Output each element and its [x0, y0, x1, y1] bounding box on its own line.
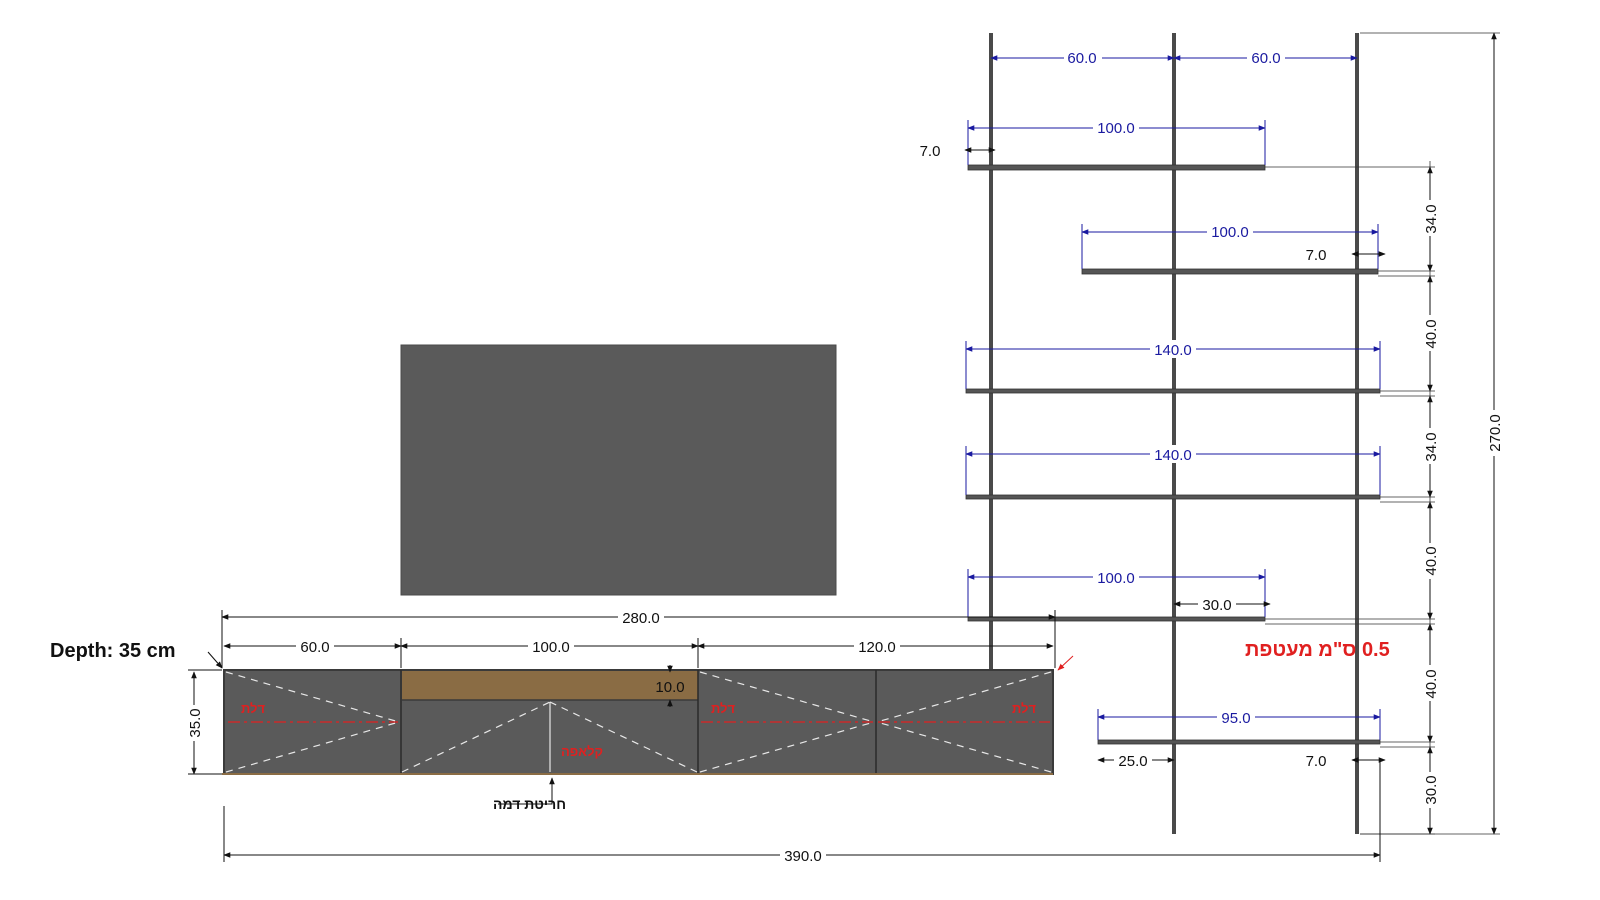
dim-gap-a: 34.0	[1423, 204, 1440, 233]
dim-rail-gap-right: 60.0	[1251, 50, 1280, 67]
tv-cabinet: דלת דלת דלת קלאפה	[222, 669, 1054, 775]
dim-shelf-1-width: 100.0	[1097, 120, 1135, 137]
groove-note: חריטת דמה	[493, 796, 566, 812]
rail-left	[989, 33, 993, 670]
shelf-4	[965, 494, 1381, 500]
blue-dimension-labels: 60.0 60.0 100.0 100.0 140.0 140.0 100.0 …	[1064, 48, 1285, 727]
shelf-1	[967, 164, 1266, 171]
door-label-3: דלת	[1012, 701, 1037, 716]
dim-shelf-6-width: 95.0	[1221, 710, 1250, 727]
dim-gap-b: 40.0	[1423, 319, 1440, 348]
dim-shelf-1-overhang: 7.0	[920, 143, 941, 160]
dim-shelf-4-width: 140.0	[1154, 447, 1192, 464]
dim-shelf-6-overhang: 7.0	[1306, 753, 1327, 770]
shelf-3	[965, 388, 1381, 394]
dim-shelf-6-offset: 25.0	[1118, 753, 1147, 770]
dim-shelf-3-width: 140.0	[1154, 342, 1192, 359]
dim-shelf-2-overhang: 7.0	[1306, 247, 1327, 264]
dim-cabinet-section-3: 120.0	[858, 639, 896, 656]
veneer-leader	[1057, 655, 1074, 671]
wood-strip	[402, 671, 698, 700]
shelf-2	[1081, 268, 1379, 275]
shelf-5	[967, 616, 1266, 622]
dim-strip-height: 10.0	[655, 679, 684, 696]
rail-right	[1355, 33, 1359, 834]
dim-cabinet-height: 35.0	[187, 708, 204, 737]
shelf-6	[1097, 739, 1381, 745]
dim-gap-d: 40.0	[1423, 546, 1440, 575]
door-label-2: דלת	[711, 701, 736, 716]
dim-total-height: 270.0	[1487, 414, 1504, 452]
black-dimension-labels: 7.0 7.0 30.0 25.0 7.0 34.0 40.0 34.0 40.…	[185, 143, 1504, 865]
dim-rail-gap-left: 60.0	[1067, 50, 1096, 67]
rail-middle	[1172, 33, 1176, 834]
dim-cabinet-section-1: 60.0	[300, 639, 329, 656]
dim-gap-e: 40.0	[1423, 669, 1440, 698]
door-label-1: דלת	[241, 701, 266, 716]
depth-note: Depth: 35 cm	[50, 640, 176, 662]
dim-gap-g: 30.0	[1423, 775, 1440, 804]
dim-gap-c: 34.0	[1423, 432, 1440, 461]
dim-shelf-2-width: 100.0	[1211, 224, 1249, 241]
dim-cabinet-section-2: 100.0	[532, 639, 570, 656]
dim-shelf-5-offset: 30.0	[1202, 597, 1231, 614]
shelf-extension-lines	[1265, 32, 1500, 835]
dim-shelf-5-width: 100.0	[1097, 570, 1135, 587]
dim-cabinet-total: 280.0	[622, 610, 660, 627]
drawer-label: קלאפה	[561, 744, 603, 759]
veneer-note: 0.5 ס"מ מעטפת	[1245, 639, 1390, 661]
dim-overall-width: 390.0	[784, 848, 822, 865]
tv-screen	[400, 344, 837, 596]
